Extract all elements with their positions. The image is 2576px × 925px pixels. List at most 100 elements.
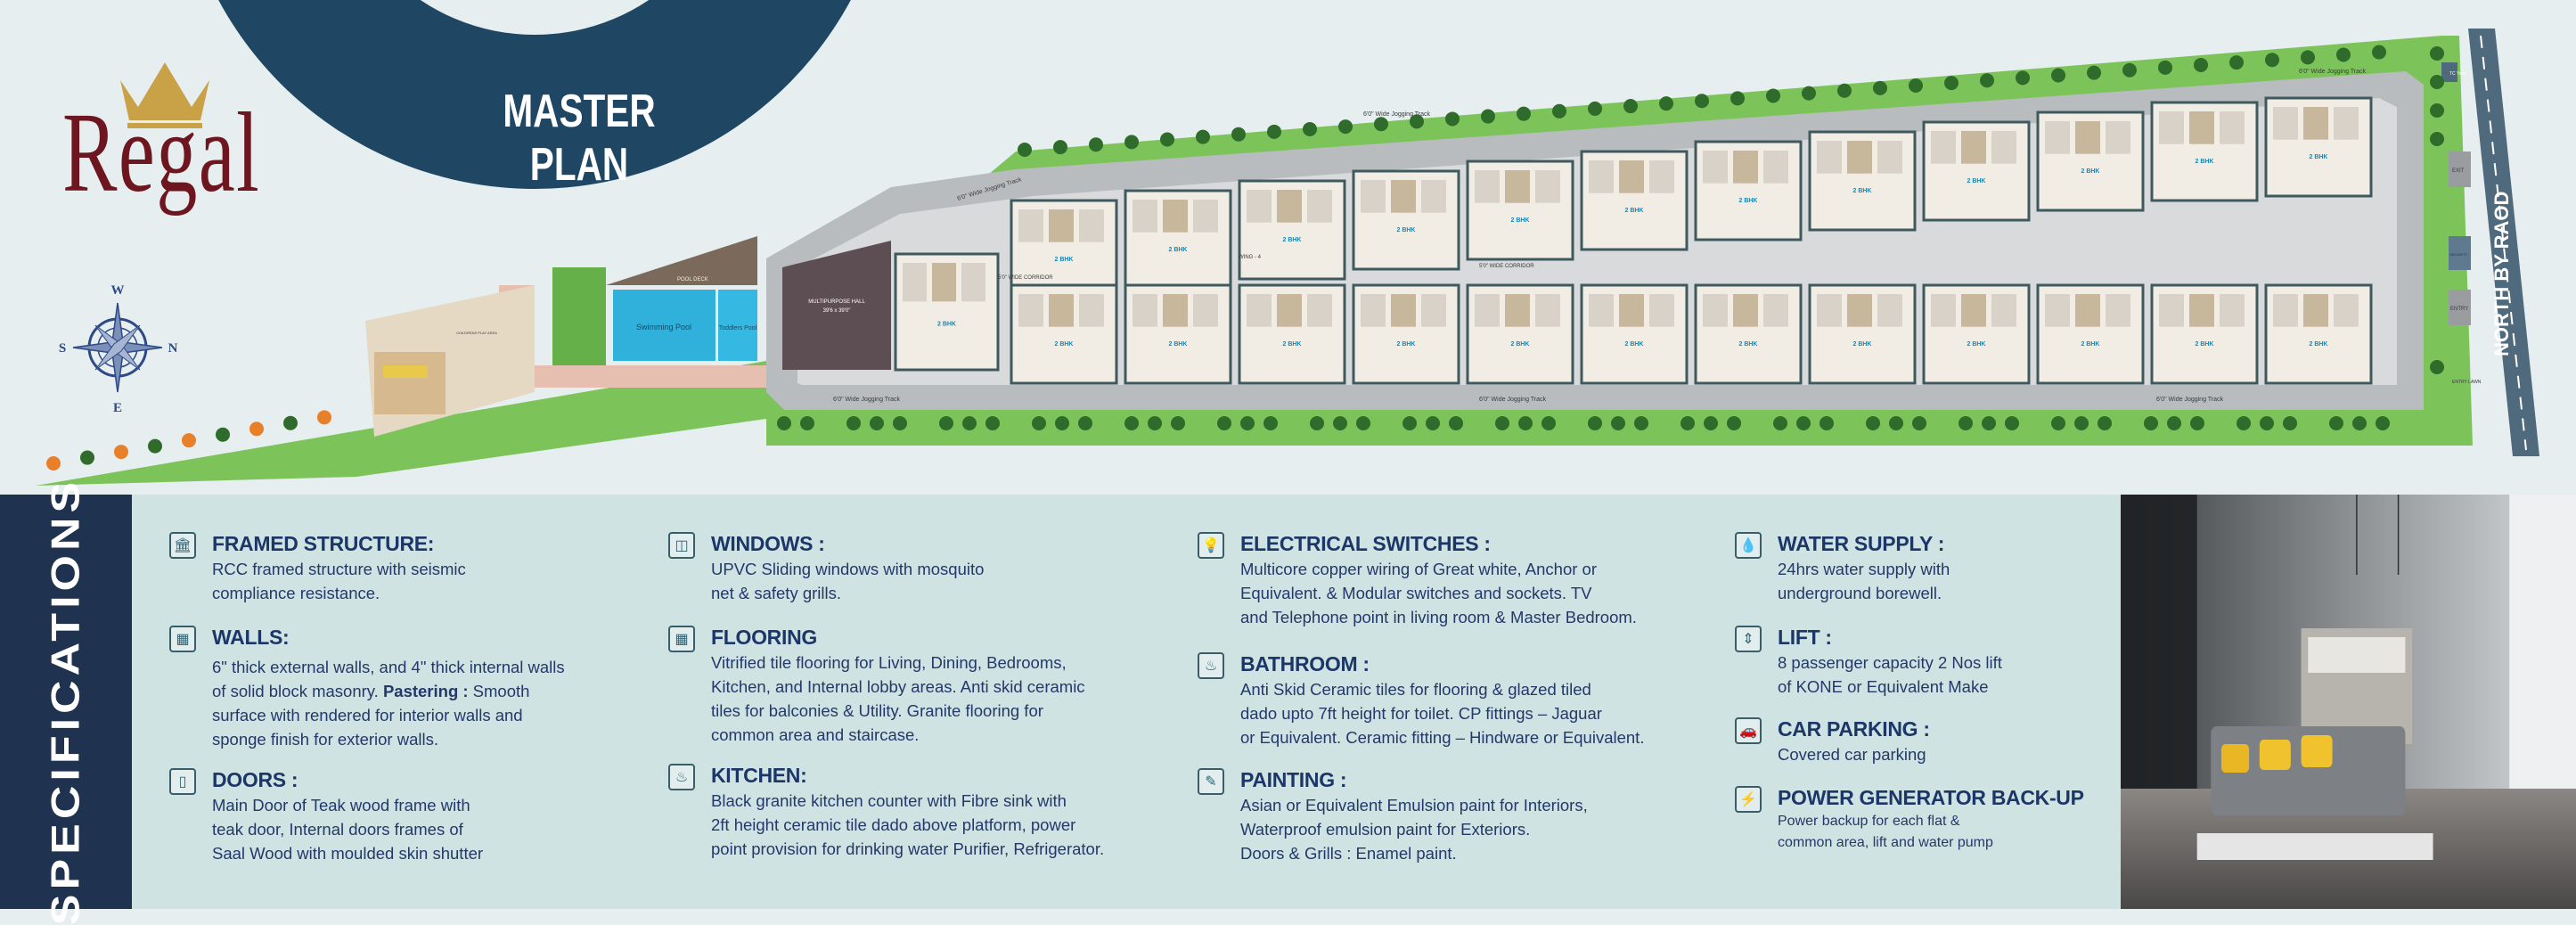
lift-icon: ⇕ [1735,626,1762,652]
room [1505,170,1530,203]
tree-icon [2167,416,2181,430]
spec-framed-structure: 🏛 FRAMED STRUCTURE: RCC framed structure… [169,530,711,605]
door-icon: ▯ [169,768,196,795]
tree-icon [2430,103,2444,118]
tree-icon [2430,46,2444,61]
tree-icon [1837,83,1852,98]
compass-e: E [113,401,122,415]
tree-icon [1796,416,1811,430]
room [1733,294,1758,327]
tree-icon [1552,103,1566,119]
tree-icon [2158,60,2172,75]
spec-body: 6" thick external walls, and 4" thick in… [212,655,711,751]
room [1505,294,1530,327]
tree-icon [1773,416,1787,430]
tree-icon [1518,416,1533,430]
unit-badge: 2 BHK [1168,341,1187,348]
room [932,263,956,302]
tree-icon [985,416,1000,430]
room [1391,294,1416,327]
room [1877,294,1902,327]
room [1049,294,1074,327]
tree-icon [1820,416,1834,430]
spec-power-backup: ⚡ POWER GENERATOR BACK-UP Power backup f… [1735,784,2116,854]
tree-icon [1866,416,1880,430]
unit-badge: 2 BHK [2081,341,2099,348]
tree-icon [1338,119,1353,135]
spec-title: FLOORING [711,626,817,649]
spec-kitchen: ♨ KITCHEN: Black granite kitchen counter… [668,762,1210,861]
room [1307,294,1332,327]
tree-icon [114,445,128,460]
unit-badge: 2 BHK [1168,247,1187,253]
room [1018,209,1043,242]
compass-icon: W E S N [59,283,178,415]
tree-icon [2051,416,2065,430]
spec-body: 8 passenger capacity 2 Nos lift of KONE … [1778,653,2002,696]
spec-lift: ⇕ LIFT : 8 passenger capacity 2 Nos lift… [1735,624,2116,699]
tree-icon [1148,416,1162,430]
tree-icon [800,416,814,430]
room [2159,294,2184,327]
tree-icon [2260,416,2274,430]
tree-icon [1873,80,1887,95]
jogging-track-label: 6'0" Wide Jogging Track [833,397,901,403]
spec-body: Main Door of Teak wood frame with teak d… [212,796,484,863]
tree-icon [1517,106,1531,121]
room [2045,121,2070,154]
water-tap-icon: 💧 [1735,532,1762,559]
spec-bathroom: ♨ BATHROOM : Anti Skid Ceramic tiles for… [1198,651,1775,749]
room [2334,294,2359,327]
room [1763,294,1788,327]
tree-icon [2051,68,2065,83]
unit-badge: 2 BHK [2309,154,2327,160]
room [1931,131,1956,164]
tree-icon [1588,416,1602,430]
room [1961,294,1986,327]
tree-icon [2194,57,2208,72]
tree-icon [2005,416,2019,430]
tree-icon [182,433,196,448]
tree-icon [777,416,791,430]
pool-deck [606,236,757,285]
room [2273,107,2298,140]
unit-badge: 2 BHK [1967,341,1985,348]
room [1475,170,1500,203]
spec-flooring: ▦ FLOORING Vitrified tile flooring for L… [668,624,1210,747]
tree-icon [249,422,264,437]
tree-icon [1944,76,1959,91]
room [1421,294,1446,327]
page-title: MASTER PLAN [503,86,656,191]
room [1391,180,1416,213]
room [1589,160,1614,193]
spec-title: ELECTRICAL SWITCHES : [1240,532,1491,555]
tree-icon [1124,135,1139,150]
tree-icon [1217,416,1231,430]
bulb-icon: 💡 [1198,532,1224,559]
spec-title: FRAMED STRUCTURE: [212,532,435,555]
tree-icon [1704,416,1718,430]
room [1961,131,1986,164]
swimming-pool [613,290,716,361]
multipurpose-hall [782,241,891,370]
tree-icon [1959,416,1973,430]
room [1733,151,1758,184]
room [2273,294,2298,327]
spec-doors: ▯ DOORS : Main Door of Teak wood frame w… [169,766,711,865]
tree-icon [2329,416,2343,430]
tree-icon [2190,416,2204,430]
tree-icon [1449,416,1463,430]
tree-icon [2122,62,2137,78]
unit-badge: 2 BHK [937,322,956,328]
spec-body-bold: Pastering : [382,682,469,700]
spec-body: Black granite kitchen counter with Fibre… [711,791,1105,858]
room [1277,190,1302,223]
tree-icon [1730,91,1745,106]
wall-icon: ▦ [169,626,196,652]
spec-title: WATER SUPPLY : [1778,532,1945,555]
tree-icon [1196,129,1210,144]
spec-body: Anti Skid Ceramic tiles for flooring & g… [1240,680,1645,747]
room [1649,294,1674,327]
spec-title: POWER GENERATOR BACK-UP [1778,786,2084,809]
room [2334,107,2359,140]
